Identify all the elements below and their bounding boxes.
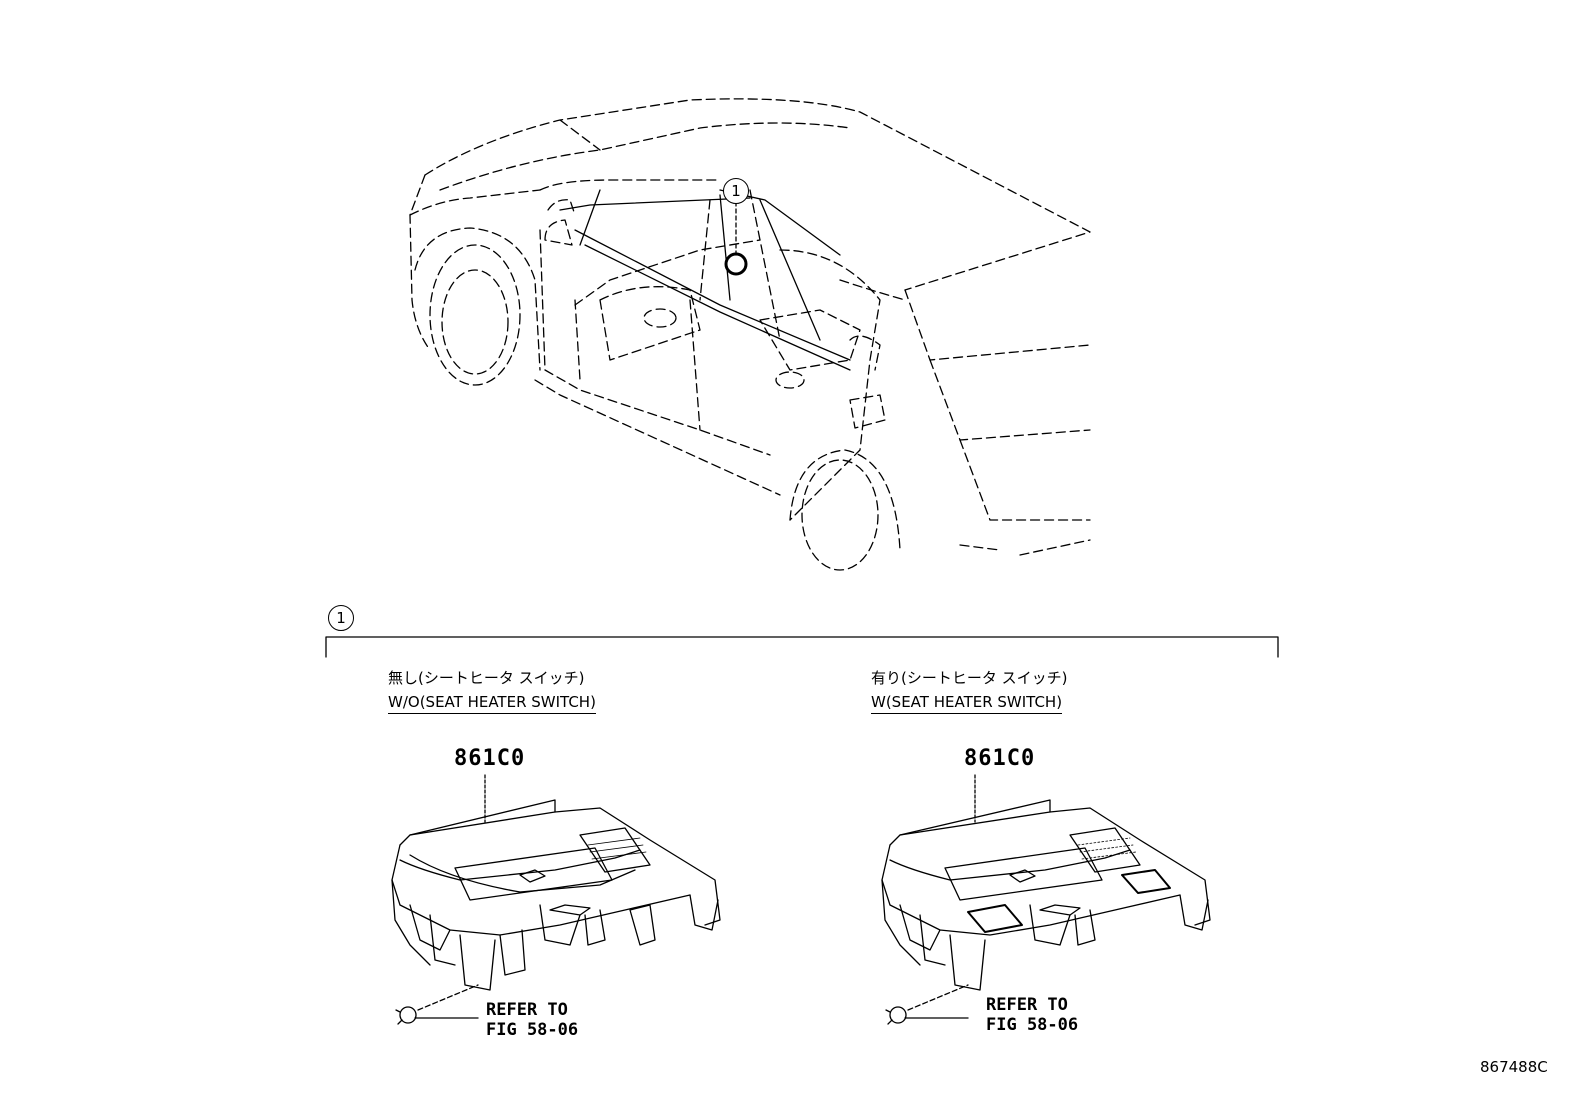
variant-right-refer-line1: REFER TO: [986, 995, 1068, 1015]
variant-left-part-number[interactable]: 861C0: [454, 746, 526, 771]
variant-right-refer-line2[interactable]: FIG 58-06: [986, 1015, 1079, 1035]
callout-group: 1: [328, 605, 354, 631]
variant-right-label-jp: 有り(シートヒータ スイッチ): [871, 669, 1068, 687]
variant-left-label-en: W/O(SEAT HEATER SWITCH): [388, 693, 596, 714]
variant-left-label-jp: 無し(シートヒータ スイッチ): [388, 669, 585, 687]
variant-left-refer-line2[interactable]: FIG 58-06: [486, 1020, 579, 1040]
vehicle-illustration: [409, 98, 1091, 571]
variant-right-part-number[interactable]: 861C0: [964, 746, 1036, 771]
illustration-code: 867488C: [1480, 1058, 1548, 1076]
overhead-console-right: [881, 774, 1211, 1025]
variant-left-refer-line1: REFER TO: [486, 1000, 568, 1020]
overhead-console-left: [391, 774, 721, 1025]
group-bracket: [325, 636, 1279, 658]
location-marker: [724, 252, 748, 276]
callout-vehicle: 1: [723, 178, 749, 204]
variant-right-label-en: W(SEAT HEATER SWITCH): [871, 693, 1063, 714]
roof-rails: [559, 189, 851, 371]
